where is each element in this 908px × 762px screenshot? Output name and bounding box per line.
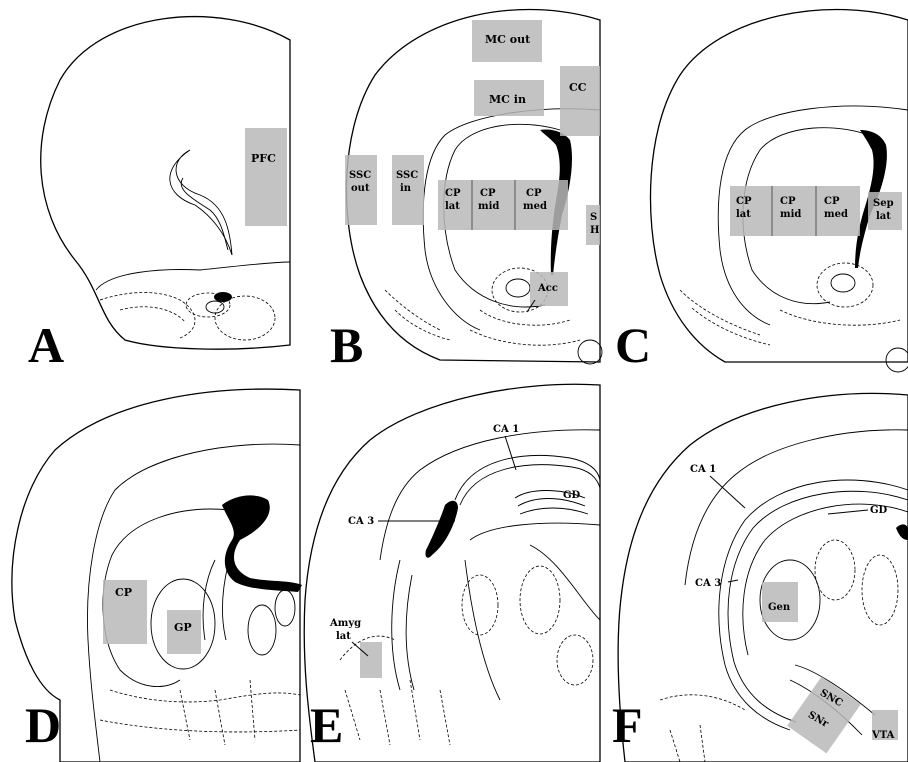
panel-b-cc-label: CC xyxy=(569,81,587,94)
panel-a-ventricle-black xyxy=(214,292,232,302)
panel-e-gd-label: GD xyxy=(563,490,581,501)
panel-f-ca1-label: CA 1 xyxy=(690,464,716,475)
panel-f: Gen SNC SNr VTA CA 1 CA 3 GD F xyxy=(612,393,908,762)
panel-b-cp-med-label-2: med xyxy=(523,201,547,212)
panel-a: PFC A xyxy=(28,17,290,373)
panel-d-gp-label: GP xyxy=(174,621,192,634)
panel-d-letter: D xyxy=(25,697,61,753)
panel-b-acc-label: Acc xyxy=(537,283,558,294)
panel-c-cp-med-label-1: CP xyxy=(824,196,840,207)
panel-a-letter: A xyxy=(28,317,64,373)
panel-c-cp-lat-label-1: CP xyxy=(736,196,752,207)
panel-e: Amyg lat CA 1 CA 3 GD E xyxy=(304,384,600,762)
panel-b-ssc-in-label-1: SSC xyxy=(396,170,418,181)
panel-b-ssc-out-label-1: SSC xyxy=(349,170,371,181)
panel-e-ca1-label: CA 1 xyxy=(493,424,519,435)
panel-d-cp-label: CP xyxy=(115,586,132,599)
panel-b-letter: B xyxy=(330,317,363,373)
panel-c-letter: C xyxy=(615,317,651,373)
panel-b: MC out MC in CC SSC out SSC in CP lat CP… xyxy=(330,9,602,373)
panel-c-cp-mid-label-2: mid xyxy=(780,209,801,220)
panel-b-sep-label-2: H xyxy=(590,225,599,236)
panel-b-mc-out-label: MC out xyxy=(485,33,531,46)
panel-c-cp-lat-label-2: lat xyxy=(736,209,751,220)
panel-f-letter: F xyxy=(612,697,643,753)
panel-b-cc-region xyxy=(560,66,600,136)
panel-e-ca3-label: CA 3 xyxy=(348,516,374,527)
panel-f-gd-label: GD xyxy=(870,505,888,516)
panel-e-letter: E xyxy=(310,697,343,753)
panel-e-brain-outline xyxy=(304,384,600,762)
panel-f-vta-label: VTA xyxy=(871,730,895,741)
panel-c-sep-lat-label-2: lat xyxy=(876,211,891,222)
panel-b-cp-mid-label-2: mid xyxy=(478,201,499,212)
panel-b-cp-lat-label-2: lat xyxy=(445,201,460,212)
panel-b-ssc-out-label-2: out xyxy=(351,183,370,194)
panel-c-sep-lat-label-1: Sep xyxy=(873,198,894,209)
panel-e-amyg-label-2: lat xyxy=(336,631,351,642)
panel-b-cp-mid-label-1: CP xyxy=(480,188,496,199)
panel-b-cp-med-label-1: CP xyxy=(526,188,542,199)
panel-f-ca3-label: CA 3 xyxy=(695,578,721,589)
panel-b-sep-label-1: S xyxy=(590,212,597,223)
panel-c-brain-outline xyxy=(650,9,908,362)
panel-a-pfc-region xyxy=(245,128,287,226)
panel-d: CP GP D xyxy=(12,389,302,762)
panel-c-cp-mid-label-1: CP xyxy=(780,196,796,207)
panel-a-pfc-label: PFC xyxy=(251,152,276,165)
panel-b-cp-lat-label-1: CP xyxy=(445,188,461,199)
panel-c: CP lat CP mid CP med Sep lat C xyxy=(615,9,908,373)
panel-c-cp-med-label-2: med xyxy=(824,209,848,220)
panel-f-gen-label: Gen xyxy=(768,602,791,613)
panel-e-amyg-region xyxy=(360,642,382,678)
panel-b-mc-in-label: MC in xyxy=(489,93,526,106)
panel-b-ssc-in-label-2: in xyxy=(400,183,412,194)
panel-e-amyg-label-1: Amyg xyxy=(329,618,361,629)
